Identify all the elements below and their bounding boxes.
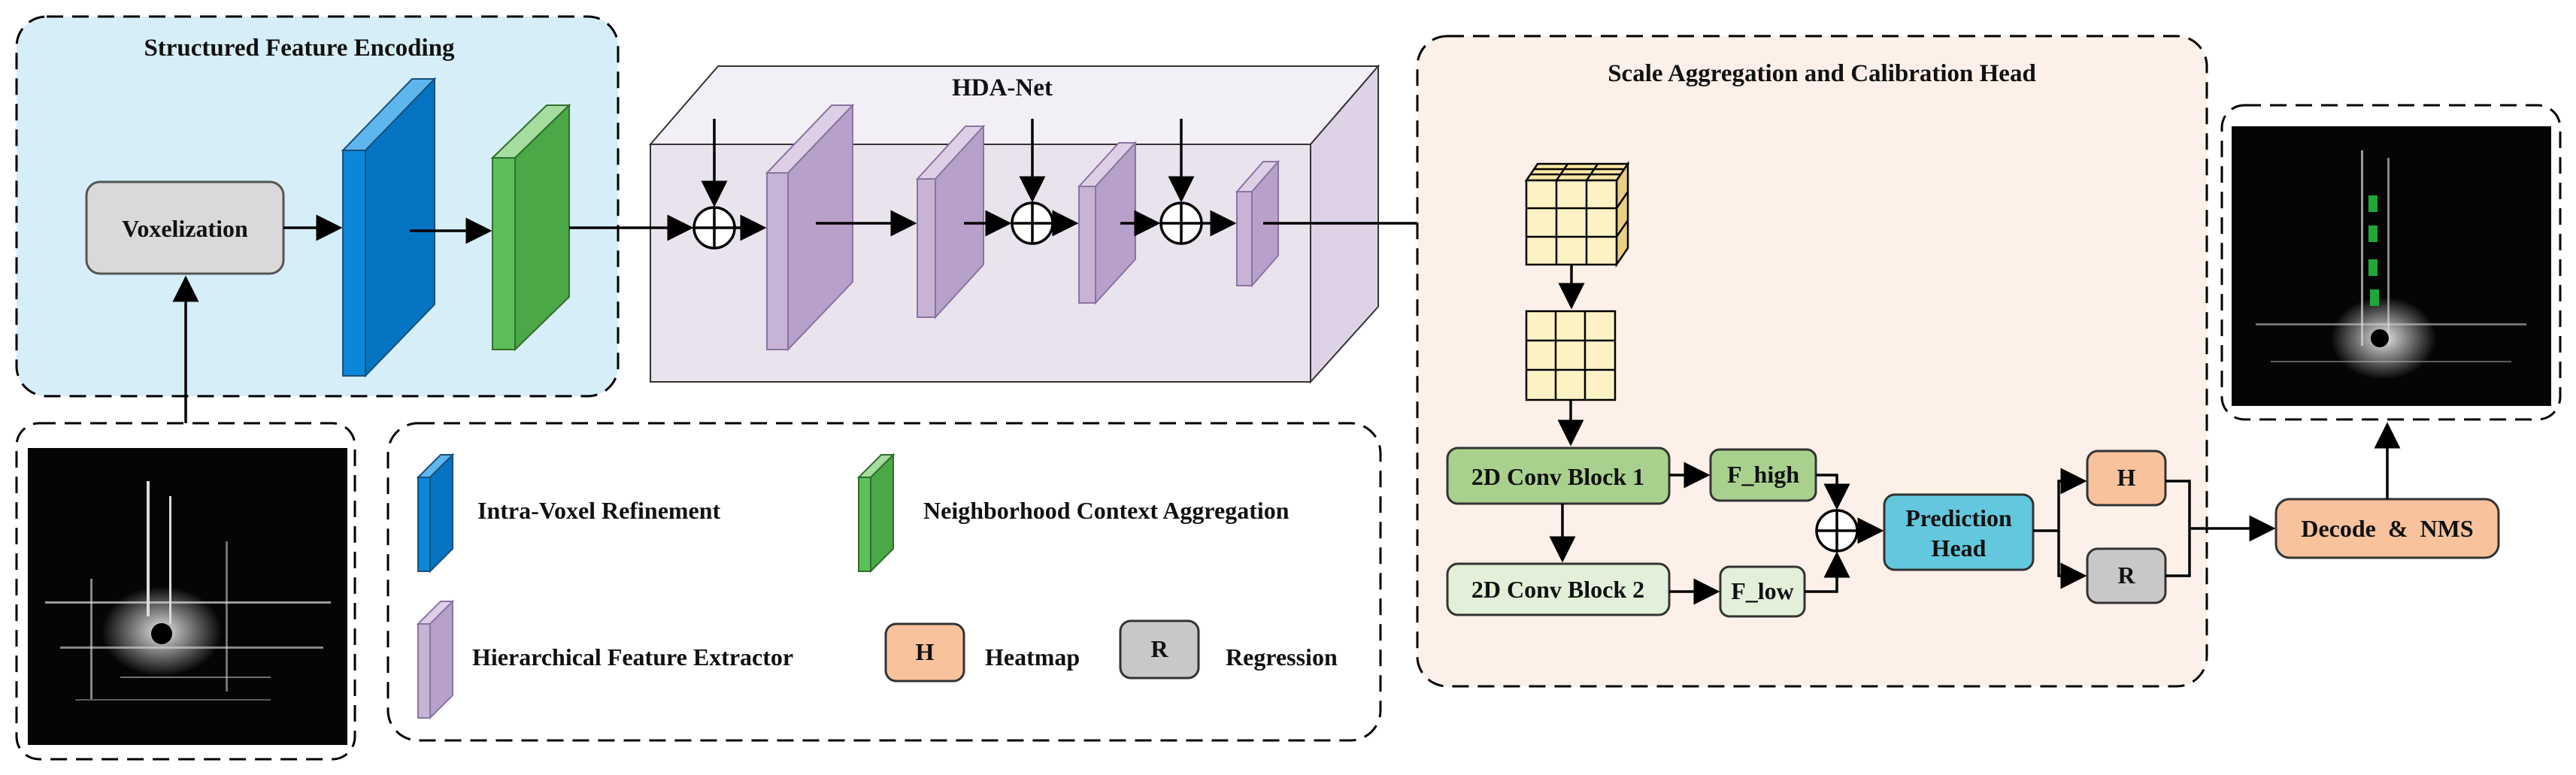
output-detection-points — [2256, 150, 2526, 380]
backbone-title: HDA-Net — [952, 74, 1053, 101]
conv-block-2 — [1446, 562, 1671, 616]
decode-nms-label: Decode & NMS — [2301, 515, 2473, 542]
legend-nca-label: Neighborhood Context Aggregation — [923, 497, 1290, 524]
intra-voxel-refinement-slab — [341, 77, 437, 378]
heatmap-output-box — [2086, 450, 2167, 507]
legend-heatmap-swatch — [884, 622, 965, 683]
arrow-flow-to-sum — [1805, 551, 1850, 593]
legend-hfe-label: Hierarchical Feature Extractor — [472, 643, 793, 671]
hfe-slab-3 — [1077, 141, 1138, 305]
legend-regression-label: Regression — [1226, 643, 1338, 671]
sum-node-1 — [692, 206, 736, 250]
arrow-pred-to-r — [2057, 531, 2087, 589]
arrow-fhigh-to-sum — [1816, 474, 1850, 510]
legend-hfe-swatch — [416, 599, 455, 720]
legend-regression-swatch — [1119, 619, 1200, 680]
voxelization-label: Voxelization — [122, 215, 248, 242]
feature-cube — [1524, 160, 1630, 268]
regression-output-label: R — [2117, 562, 2135, 589]
legend-nca-swatch — [856, 453, 896, 574]
hfe-slab-2 — [915, 124, 986, 319]
legend-ivr-swatch — [416, 453, 455, 574]
heatmap-output-label: H — [2117, 464, 2136, 491]
head-section: Scale Aggregation and Calibration Head 2… — [1416, 35, 2208, 688]
feature-grid-2d — [1525, 310, 1617, 401]
output-detection-panel — [2220, 104, 2562, 421]
encoding-title: Structured Feature Encoding — [144, 35, 455, 62]
conv-block-1-label: 2D Conv Block 1 — [1471, 463, 1644, 490]
backbone-section: HDA-Net — [569, 64, 1524, 384]
legend-panel: Intra-Voxel Refinement Neighborhood Cont… — [386, 422, 1382, 742]
legend-regression-letter: R — [1150, 635, 1168, 662]
prediction-head-box — [1883, 493, 2035, 571]
prediction-head-line1: Prediction — [1905, 504, 2012, 531]
legend-heatmap-label: Heatmap — [985, 643, 1080, 671]
sum-node-3 — [1159, 201, 1203, 245]
head-title: Scale Aggregation and Calibration Head — [1608, 60, 2036, 87]
hfe-slab-4 — [1235, 159, 1280, 288]
legend-heatmap-letter: H — [916, 638, 935, 665]
conv-block-2-label: 2D Conv Block 2 — [1471, 576, 1644, 603]
fusion-sum-node — [1815, 509, 1859, 552]
prediction-head-line2: Head — [1932, 534, 1987, 562]
encoding-section: Structured Feature Encoding Voxelization — [15, 15, 620, 398]
input-point-cloud-panel — [15, 275, 356, 761]
sum-node-2 — [1011, 201, 1054, 245]
f-low-label: F_low — [1731, 577, 1794, 604]
legend-ivr-label: Intra-Voxel Refinement — [477, 497, 721, 524]
neighborhood-context-slab — [490, 103, 571, 352]
input-point-cloud-points — [45, 481, 331, 701]
hfe-slab-1 — [765, 103, 855, 352]
f-high-label: F_high — [1727, 461, 1799, 488]
arrow-pred-to-h — [2057, 468, 2087, 531]
